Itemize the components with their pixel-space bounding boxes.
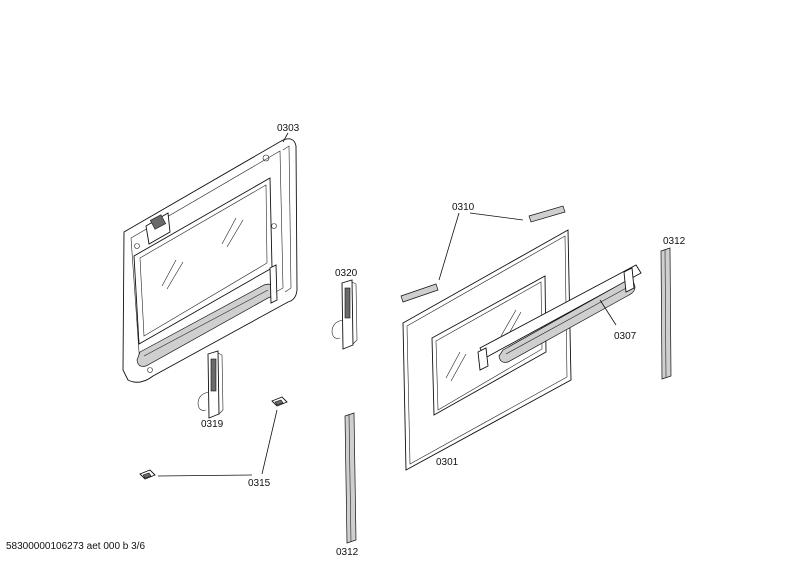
- label-0319: 0319: [201, 419, 224, 430]
- part-0312-side-strip-bottom: [344, 412, 357, 544]
- label-0315: 0315: [248, 478, 271, 489]
- label-0312-top: 0312: [663, 236, 686, 247]
- label-0312-bottom: 0312: [336, 547, 359, 558]
- part-0310-seal-strips: [400, 205, 566, 303]
- label-0320: 0320: [335, 268, 358, 279]
- label-0307: 0307: [614, 331, 637, 342]
- label-0301: 0301: [436, 457, 459, 468]
- label-0310: 0310: [452, 202, 475, 213]
- part-0315-clip-right: [271, 396, 288, 407]
- part-0319-hinge: [197, 350, 224, 419]
- label-0303: 0303: [277, 123, 300, 134]
- part-0315-clip-left: [139, 469, 156, 480]
- part-0320-hinge: [331, 279, 358, 350]
- drawing-reference-code: 58300000106273 aet 000 b 3/6: [6, 541, 146, 552]
- part-0303-inner-frame: [122, 138, 298, 383]
- part-0312-side-strip-right: [660, 247, 672, 380]
